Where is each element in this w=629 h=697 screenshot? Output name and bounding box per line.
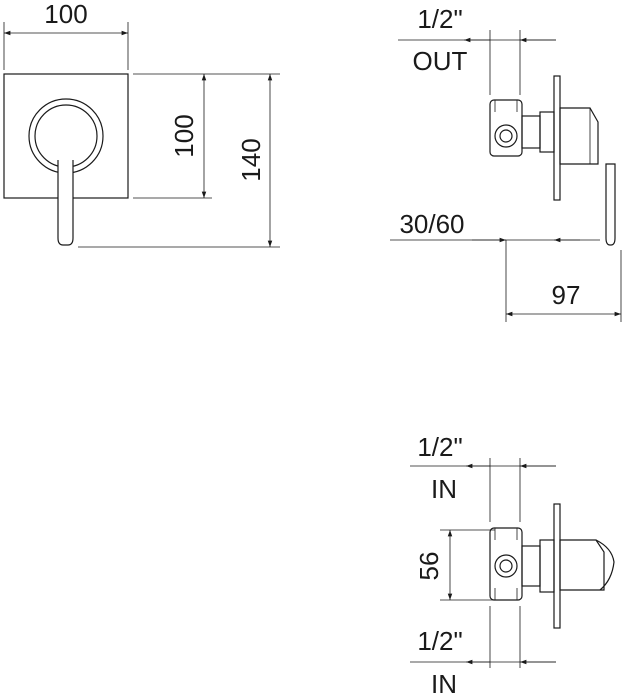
dim-front-plate-height: 100 bbox=[169, 114, 199, 157]
label-top-thread: 1/2" bbox=[417, 4, 462, 34]
side-top-plate bbox=[553, 75, 561, 201]
side-bottom-inlet-inner bbox=[499, 559, 513, 573]
side-top-outlet-inner bbox=[499, 129, 513, 143]
front-ring-inner bbox=[34, 104, 98, 168]
side-view-bottom: 1/2" IN 56 1/2" IN bbox=[410, 432, 615, 697]
dim-front-width: 100 bbox=[44, 0, 87, 29]
side-bottom-plate bbox=[553, 503, 561, 629]
dim-bottom-center-distance: 56 bbox=[414, 552, 444, 581]
side-top-outlet-outer bbox=[494, 124, 518, 148]
side-view-top: 1/2" OUT 30/60 97 bbox=[390, 4, 622, 322]
side-bottom-handle bbox=[559, 539, 605, 591]
side-top-lever bbox=[605, 163, 616, 246]
label-bottom-lower-port: IN bbox=[431, 669, 457, 697]
front-lever bbox=[57, 160, 74, 246]
front-view: 100 100 140 bbox=[3, 0, 280, 248]
label-bottom-upper-thread: 1/2" bbox=[417, 432, 462, 462]
side-bottom-connector bbox=[521, 545, 541, 587]
dim-front-total-height: 140 bbox=[236, 138, 266, 181]
side-top-connector bbox=[521, 115, 541, 149]
label-bottom-upper-port: IN bbox=[431, 474, 457, 504]
dim-side-projection: 97 bbox=[552, 280, 581, 310]
label-bottom-lower-thread: 1/2" bbox=[417, 626, 462, 656]
side-bottom-inlet-outer bbox=[494, 554, 518, 578]
dim-side-depth: 30/60 bbox=[399, 209, 464, 239]
label-top-port: OUT bbox=[413, 46, 468, 76]
side-top-handle bbox=[559, 107, 599, 165]
